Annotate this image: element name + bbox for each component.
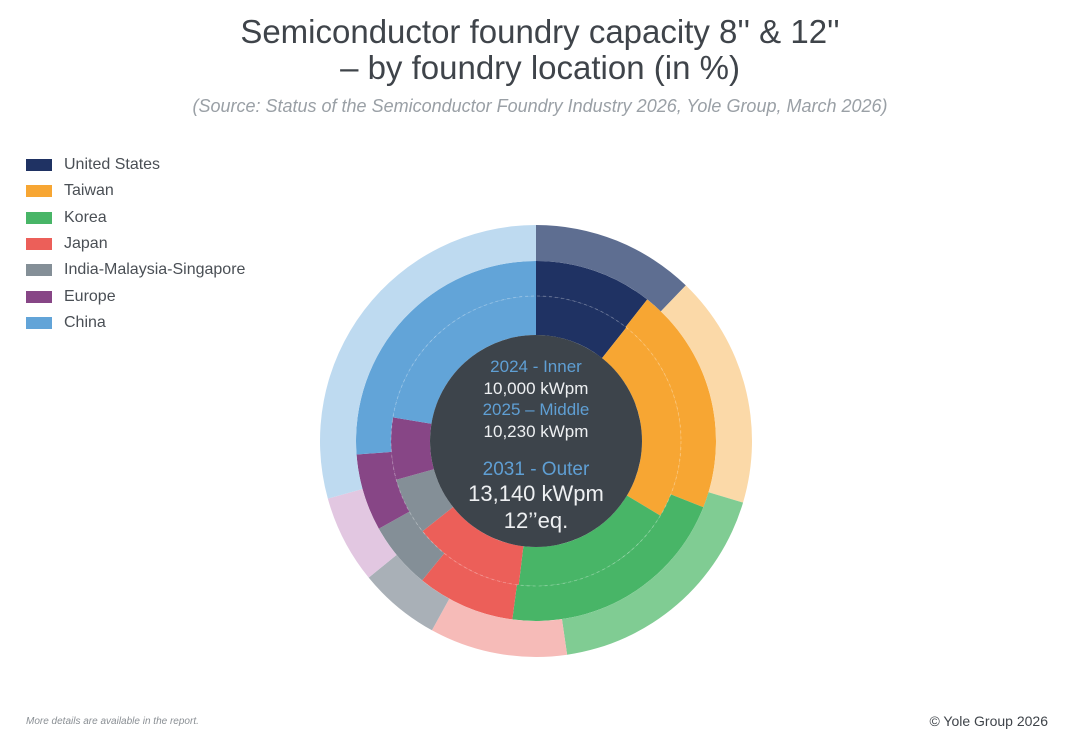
legend-item: China [26, 310, 245, 336]
slice-2024-korea [518, 495, 661, 586]
slice-2031-taiwan [660, 285, 752, 503]
legend-item: Korea [26, 205, 245, 231]
chart-title: Semiconductor foundry capacity 8'' & 12'… [0, 14, 1080, 86]
slice-2024-japan [422, 507, 524, 585]
slice-2031-india-malaysia-singapore [368, 554, 450, 631]
legend-swatch [26, 264, 52, 277]
center-outer-value: 13,140 kWpm [468, 481, 604, 506]
slice-2025-china [355, 261, 536, 455]
legend-swatch [26, 238, 52, 251]
slice-2025-korea [512, 494, 704, 621]
legend-item: Taiwan [26, 178, 245, 204]
slice-2024-china [392, 296, 536, 424]
legend-item: Europe [26, 283, 245, 309]
ring-divider [390, 295, 682, 587]
legend-swatch [26, 185, 52, 198]
legend-swatch [26, 316, 52, 329]
slice-2024-europe [391, 417, 434, 480]
slice-2025-india-malaysia-singapore [378, 511, 445, 581]
legend-swatch [26, 290, 52, 303]
slice-2031-europe [327, 489, 397, 578]
legend-item: Japan [26, 231, 245, 257]
title-line-1: Semiconductor foundry capacity 8'' & 12'… [240, 13, 840, 50]
legend-item: United States [26, 152, 245, 178]
center-disc [430, 335, 642, 547]
center-inner-label: 2024 - Inner [490, 357, 582, 376]
copyright: © Yole Group 2026 [929, 713, 1048, 729]
center-outer-label: 2031 - Outer [483, 459, 590, 480]
title-line-2: – by foundry location (in %) [340, 49, 740, 86]
center-middle-value: 10,230 kWpm [484, 422, 589, 441]
legend-label: Europe [64, 287, 116, 305]
slice-2024-united-states [536, 296, 627, 359]
legend-swatch [26, 211, 52, 224]
slice-2024-taiwan [602, 327, 681, 516]
legend-label: China [64, 313, 106, 331]
slice-2025-japan [422, 553, 517, 620]
chart-subtitle: (Source: Status of the Semiconductor Fou… [192, 96, 888, 116]
legend-label: Korea [64, 208, 107, 226]
slice-2031-korea [561, 492, 744, 655]
center-outer-unit: 12’’eq. [504, 508, 568, 533]
slice-2031-japan [431, 598, 568, 657]
legend-label: India-Malaysia-Singapore [64, 261, 246, 279]
legend-label: United States [64, 156, 161, 174]
center-inner-value: 10,000 kWpm [484, 379, 589, 398]
slice-2025-europe [356, 451, 410, 529]
footnote: More details are available in the report… [26, 716, 199, 727]
legend-swatch [26, 159, 52, 172]
slice-2024-india-malaysia-singapore [396, 469, 454, 532]
center-middle-label: 2025 – Middle [483, 400, 590, 419]
legend-label: Taiwan [64, 182, 114, 200]
legend-item: India-Malaysia-Singapore [26, 257, 245, 283]
slice-2031-china [320, 225, 536, 499]
slice-2031-united-states [536, 225, 686, 312]
slice-2025-united-states [536, 261, 648, 327]
slice-2025-taiwan [625, 299, 716, 508]
legend-label: Japan [64, 235, 108, 253]
